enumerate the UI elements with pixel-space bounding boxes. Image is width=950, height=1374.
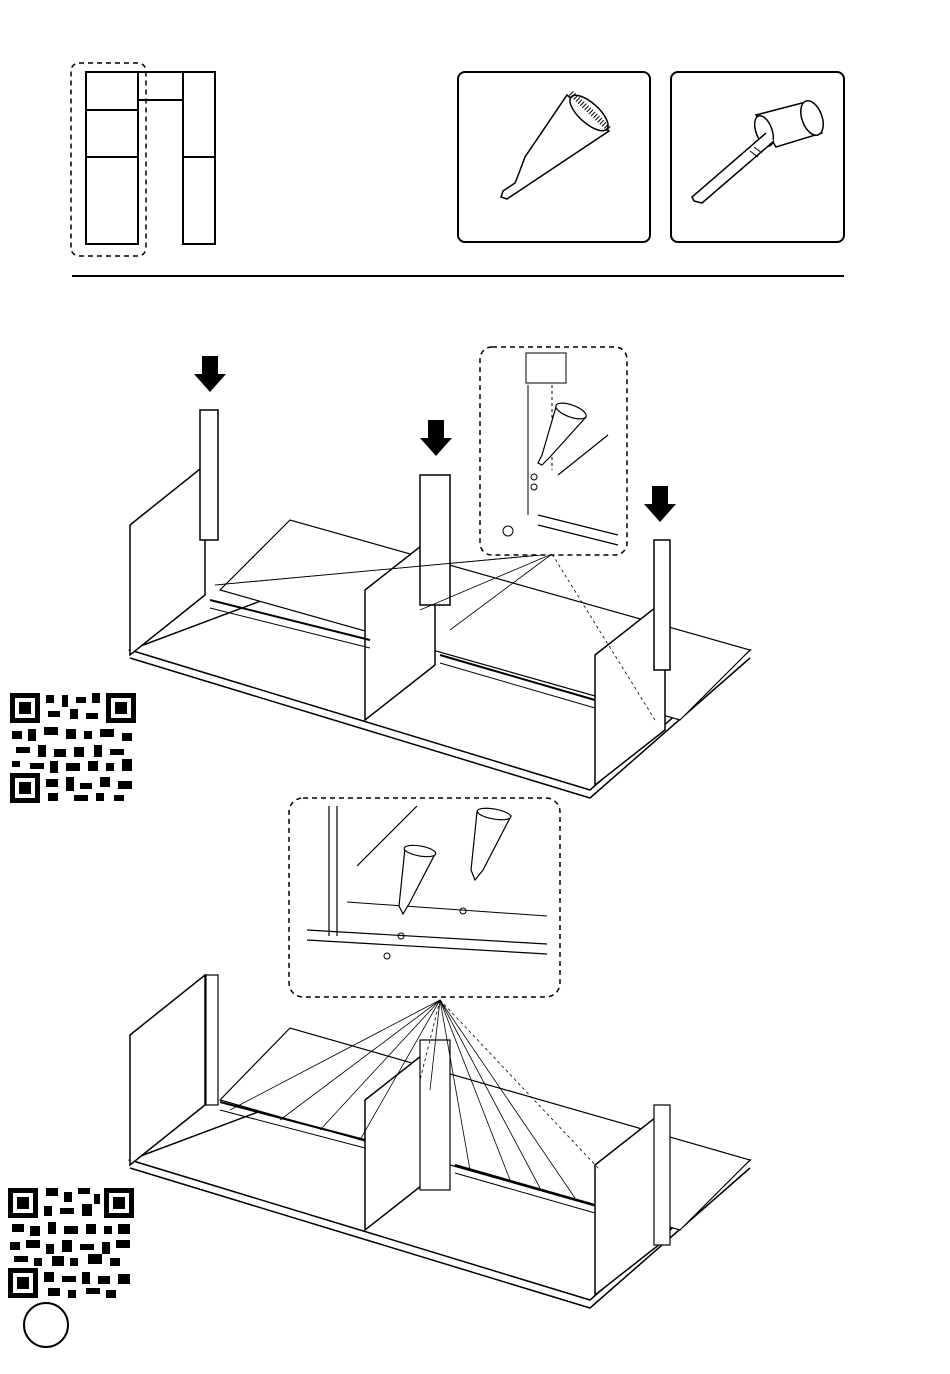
tool-glue-box	[457, 71, 651, 243]
step-number-circle	[23, 1302, 69, 1348]
glue-tube-icon	[459, 73, 649, 241]
cabinet-overview-icon	[68, 60, 228, 260]
down-arrow-icon	[644, 486, 676, 522]
qr-code-icon[interactable]	[10, 693, 136, 803]
step1-detail-callout	[478, 345, 630, 559]
down-arrow-icon	[420, 420, 452, 456]
step1-illustration	[120, 340, 760, 800]
rubber-mallet-icon	[672, 73, 843, 241]
step2-illustration	[120, 970, 760, 1310]
qr-code-icon[interactable]	[8, 1188, 134, 1298]
tool-mallet-box	[670, 71, 845, 243]
header-divider	[72, 275, 844, 277]
down-arrow-icon	[194, 356, 226, 392]
